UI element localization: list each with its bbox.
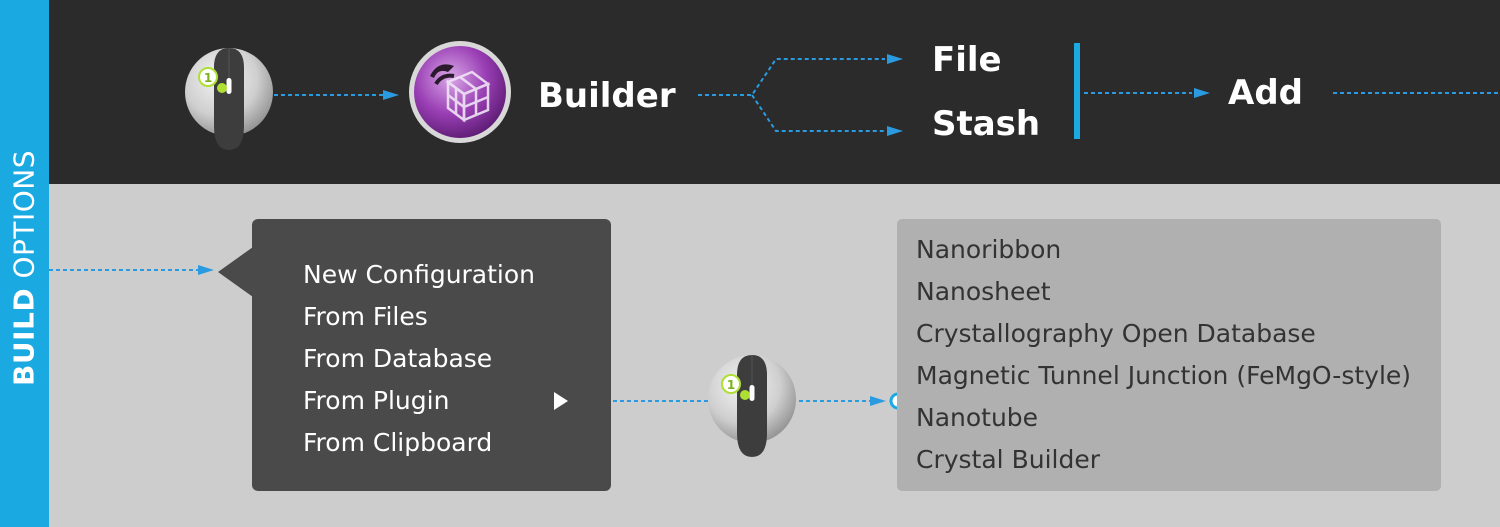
add-label[interactable]: Add: [1228, 73, 1303, 113]
arrowhead-builder: [383, 90, 399, 100]
mouse-left-click-icon: 1: [707, 341, 797, 461]
mouse-click-badge-text: 1: [727, 378, 735, 392]
sidebar: BUILD OPTIONS: [0, 0, 49, 527]
menu-item-new-configuration[interactable]: New Configuration: [303, 260, 536, 289]
top-workflow-bar: [49, 0, 1500, 184]
connector-builder-branch: [698, 58, 885, 132]
builder-label[interactable]: Builder: [538, 76, 676, 116]
file-label[interactable]: File: [932, 40, 1002, 80]
builder-crystal-icon[interactable]: [408, 40, 512, 144]
menu-item-from-clipboard[interactable]: From Clipboard: [303, 428, 493, 457]
arrowhead-plugin-list: [870, 396, 886, 406]
mouse-left-click-icon: 1: [184, 34, 274, 154]
arrowhead-stash: [887, 126, 903, 136]
mouse-click-badge-text: 1: [204, 71, 212, 85]
stash-label[interactable]: Stash: [932, 104, 1041, 144]
arrowhead-file: [887, 54, 903, 64]
menu-item-from-plugin[interactable]: From Plugin: [303, 386, 450, 415]
submenu-arrow-icon[interactable]: [554, 392, 568, 410]
menu-item-from-files[interactable]: From Files: [303, 302, 428, 331]
workflow-divider: [1074, 43, 1080, 139]
plugin-item-nanotube[interactable]: Nanotube: [916, 403, 1039, 432]
plugin-item-nanoribbon[interactable]: Nanoribbon: [916, 235, 1062, 264]
plugin-item-magnetic-tunnel-junction[interactable]: Magnetic Tunnel Junction (FeMgO-style): [916, 361, 1412, 390]
menu-pointer: [218, 247, 253, 297]
menu-item-from-database[interactable]: From Database: [303, 344, 493, 373]
plugin-item-crystallography-open-database[interactable]: Crystallography Open Database: [916, 319, 1316, 348]
arrowhead-add: [1194, 88, 1210, 98]
arrowhead-menu: [198, 265, 214, 275]
plugin-list-panel: Nanoribbon Nanosheet Crystallography Ope…: [897, 219, 1441, 491]
build-context-menu: New Configuration From Files From Databa…: [218, 219, 611, 491]
plugin-item-crystal-builder[interactable]: Crystal Builder: [916, 445, 1100, 474]
plugin-item-nanosheet[interactable]: Nanosheet: [916, 277, 1051, 306]
